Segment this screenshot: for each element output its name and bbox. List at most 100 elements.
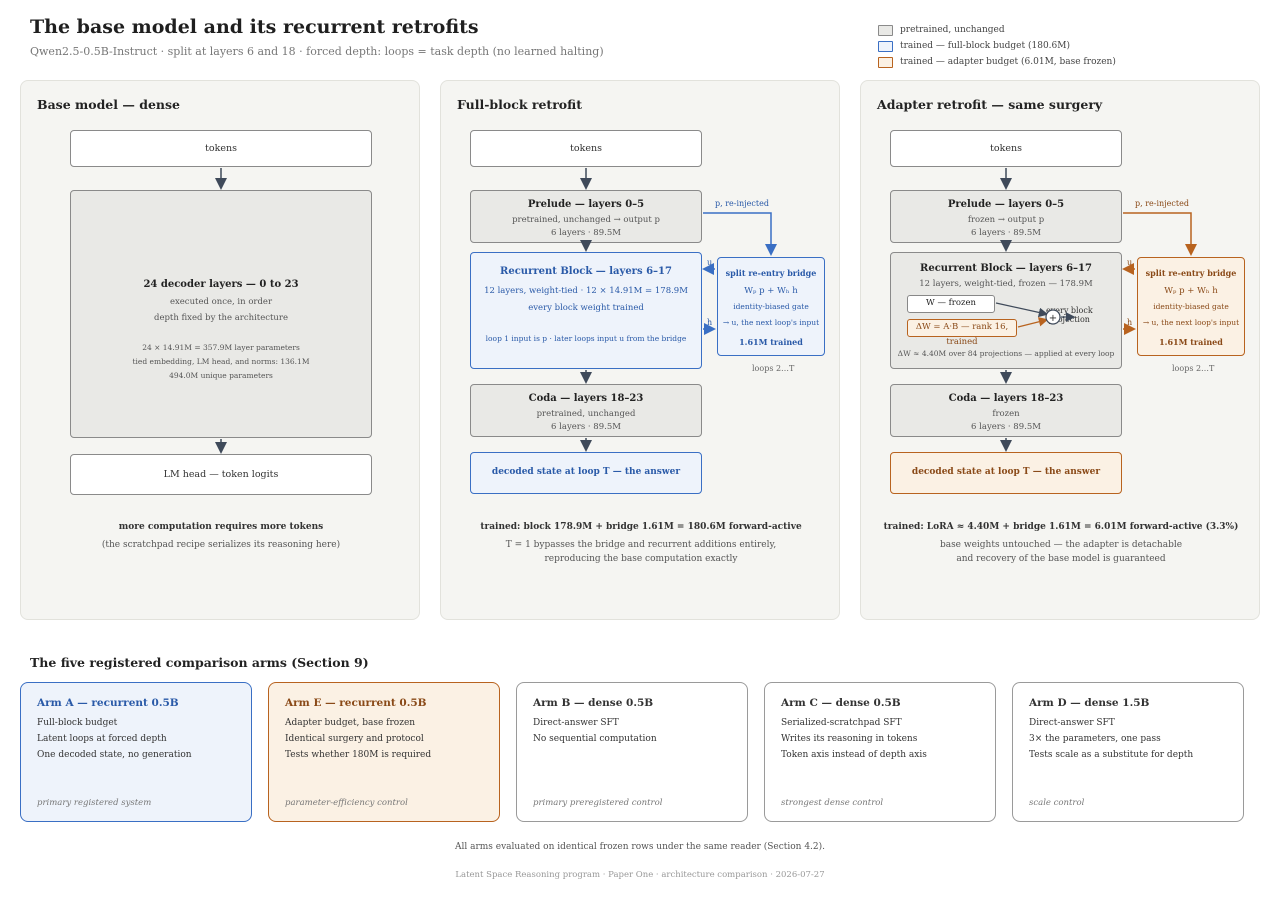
arm-card-a: Arm A — recurrent 0.5B Full-block budget… [20, 682, 252, 822]
arrow [1017, 317, 1049, 328]
h-label: h [707, 318, 713, 327]
legend-swatch-blue [878, 40, 893, 52]
coda-line: frozen [992, 409, 1020, 419]
arm-line: 3× the parameters, one pass [1029, 734, 1161, 744]
arrow [703, 212, 777, 256]
legend-swatch-orange [878, 56, 893, 68]
decoder-title: 24 decoder layers — 0 to 23 [143, 279, 299, 290]
loops-label: loops 2…T [752, 364, 795, 373]
prelude-line: frozen → output p [967, 215, 1045, 225]
arm-line: Identical surgery and protocol [285, 734, 424, 744]
recurrent-block-title: Recurrent Block — layers 6–17 [920, 263, 1092, 274]
footnote: All arms evaluated on identical frozen r… [454, 842, 826, 852]
recurrent-block-line: every block weight trained [528, 303, 644, 313]
legend-label: trained — full-block budget (180.6M) [900, 41, 1070, 51]
legend-item-full-block: trained — full-block budget (180.6M) [878, 38, 1116, 54]
full-note-bold: trained: block 178.9M + bridge 1.61M = 1… [480, 522, 802, 532]
bridge-line: → u, the next loop's input [722, 318, 820, 327]
bridge-line: Wₚ p + Wₕ h [744, 286, 798, 296]
bridge-box: split re-entry bridge Wₚ p + Wₕ h identi… [717, 257, 825, 356]
base-note-bold: more computation requires more tokens [118, 522, 324, 532]
panel-title: Full-block retrofit [457, 97, 582, 112]
delta-w-box: ΔW = A·B — rank 16, trained [907, 319, 1017, 347]
page-subtitle: Qwen2.5-0.5B-Instruct · split at layers … [30, 45, 604, 58]
decoder-param-line: 494.0M unique parameters [169, 371, 273, 380]
arm-line: Tests scale as a substitute for depth [1029, 750, 1194, 760]
legend-item-pretrained: pretrained, unchanged [878, 22, 1116, 38]
coda-line: 6 layers · 89.5M [971, 422, 1041, 432]
legend-swatch-gray [878, 24, 893, 36]
recurrent-block-box: Recurrent Block — layers 6–17 12 layers,… [470, 252, 702, 369]
prelude-box: Prelude — layers 0–5 frozen → output p 6… [890, 190, 1122, 243]
coda-box: Coda — layers 18–23 frozen 6 layers · 89… [890, 384, 1122, 437]
arm-line: No sequential computation [533, 734, 657, 744]
decoded-state-label: decoded state at loop T — the answer [491, 467, 681, 477]
arm-line: Direct-answer SFT [533, 718, 619, 728]
decoder-layers-box: 24 decoder layers — 0 to 23 executed onc… [70, 190, 372, 438]
arm-line: Full-block budget [37, 718, 118, 728]
arm-title: Arm D — dense 1.5B [1029, 697, 1150, 709]
arm-title: Arm C — dense 0.5B [781, 697, 901, 709]
panel-adapter: Adapter retrofit — same surgery tokens P… [860, 80, 1260, 620]
arm-footnote: scale control [1029, 798, 1085, 808]
tokens-label: tokens [570, 143, 602, 154]
legend: pretrained, unchanged trained — full-blo… [878, 22, 1116, 70]
decoder-param-line: tied embedding, LM head, and norms: 136.… [132, 357, 310, 366]
panel-full-block: Full-block retrofit tokens Prelude — lay… [440, 80, 840, 620]
plus-node [1045, 309, 1061, 325]
full-note: T = 1 bypasses the bridge and recurrent … [505, 540, 777, 550]
decoded-state-label: decoded state at loop T — the answer [911, 467, 1101, 477]
tokens-box: tokens [470, 130, 702, 167]
arm-footnote: strongest dense control [781, 798, 884, 808]
decoded-state-box: decoded state at loop T — the answer [890, 452, 1122, 494]
decoded-state-box: decoded state at loop T — the answer [470, 452, 702, 494]
decoder-line: depth fixed by the architecture [154, 313, 288, 323]
arm-card-b: Arm B — dense 0.5B Direct-answer SFT No … [516, 682, 748, 822]
base-arrows [215, 168, 227, 454]
adapter-note: base weights untouched — the adapter is … [939, 540, 1183, 550]
every-block-line: every block [1046, 306, 1093, 315]
coda-line: 6 layers · 89.5M [551, 422, 621, 432]
arm-line: Serialized-scratchpad SFT [781, 718, 902, 728]
tokens-box: tokens [890, 130, 1122, 167]
bridge-trained: 1.61M trained [739, 337, 803, 347]
arm-title: Arm B — dense 0.5B [533, 697, 654, 709]
arrow [995, 302, 1049, 318]
arm-line: One decoded state, no generation [37, 750, 192, 760]
prelude-line: pretrained, unchanged → output p [512, 215, 660, 225]
h-label: h [1127, 318, 1133, 327]
p-reinjected-label: p, re-injected [1135, 199, 1189, 208]
arm-line: Writes its reasoning in tokens [781, 734, 918, 744]
recurrent-block-line: 12 layers, weight-tied · 12 × 14.91M = 1… [484, 286, 688, 296]
arm-card-c: Arm C — dense 0.5B Serialized-scratchpad… [764, 682, 996, 822]
panel-title: Base model — dense [37, 97, 180, 112]
adapter-arrows: + [995, 168, 1197, 452]
recurrent-block-line: loop 1 input is p · later loops input u … [485, 334, 687, 343]
prelude-title: Prelude — layers 0–5 [527, 199, 645, 210]
arm-footnote: parameter-efficiency control [285, 798, 408, 808]
w-frozen-label: W — frozen [926, 298, 976, 308]
base-note: (the scratchpad recipe serializes its re… [101, 540, 341, 550]
w-frozen-box: W — frozen [907, 295, 995, 313]
lm-head-label: LM head — token logits [163, 469, 279, 480]
arm-line: Direct-answer SFT [1029, 718, 1115, 728]
prelude-line: 6 layers · 89.5M [971, 228, 1041, 238]
adapter-note-bold: trained: LoRA ≈ 4.40M + bridge 1.61M = 6… [883, 522, 1239, 532]
u-label: u [1127, 258, 1133, 267]
arm-line: Tests whether 180M is required [285, 750, 432, 760]
recurrent-block-box: Recurrent Block — layers 6–17 12 layers,… [890, 252, 1122, 369]
legend-label: trained — adapter budget (6.01M, base fr… [900, 57, 1116, 67]
panel-base-model: Base model — dense tokens 24 decoder lay… [20, 80, 420, 620]
arm-line: Token axis instead of depth axis [781, 750, 927, 760]
prelude-line: 6 layers · 89.5M [551, 228, 621, 238]
p-reinjected-label: p, re-injected [715, 199, 769, 208]
page-title: The base model and its recurrent retrofi… [30, 16, 479, 38]
arm-footnote: primary preregistered control [533, 798, 663, 808]
bridge-line: identity-biased gate [733, 302, 809, 311]
bridge-title: split re-entry bridge [725, 268, 817, 278]
credit-line: Latent Space Reasoning program · Paper O… [455, 870, 825, 880]
legend-item-adapter: trained — adapter budget (6.01M, base fr… [878, 54, 1116, 70]
bridge-trained: 1.61M trained [1159, 337, 1223, 347]
bridge-line: identity-biased gate [1153, 302, 1229, 311]
arm-line: Adapter budget, base frozen [285, 718, 416, 728]
